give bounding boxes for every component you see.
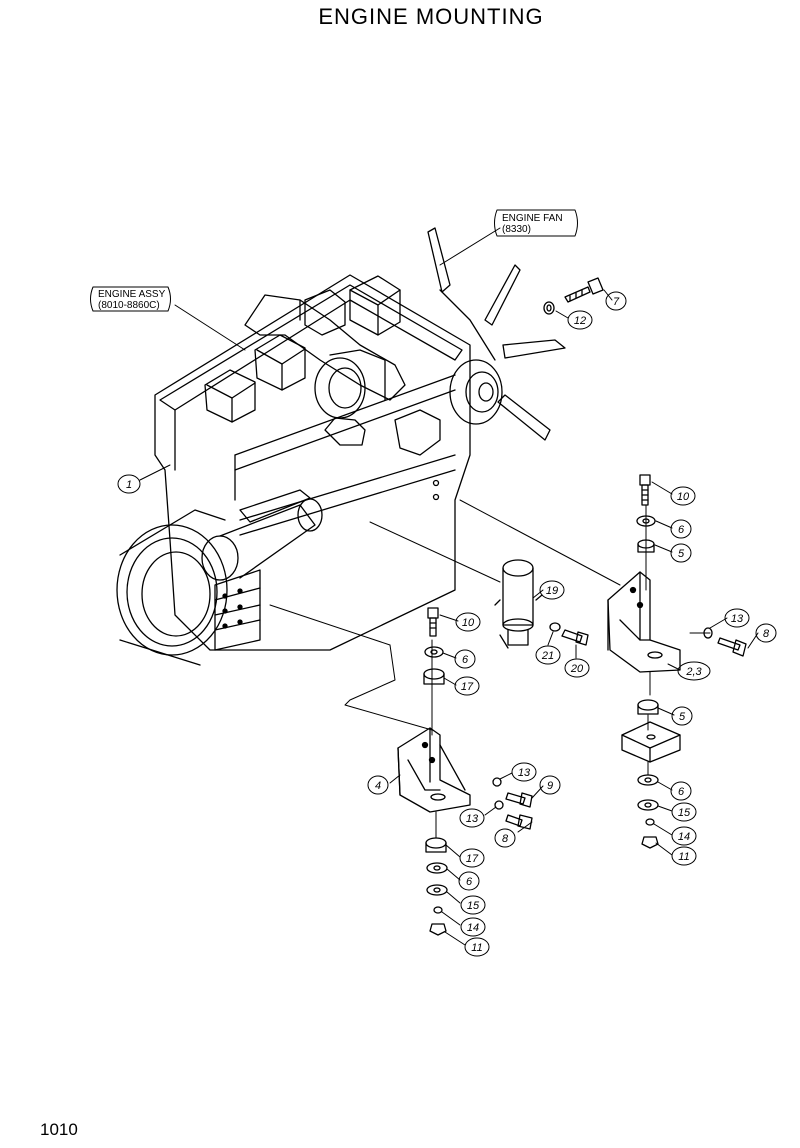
right-mount-bracket-drawing (607, 571, 681, 673)
svg-text:17: 17 (461, 681, 474, 693)
part-label-13: 13 (724, 608, 750, 628)
left-mount-bracket-drawing (397, 727, 471, 813)
callout-engine-fan: ENGINE FAN (8330) (494, 209, 578, 237)
svg-text:15: 15 (467, 900, 480, 912)
svg-text:5: 5 (679, 711, 686, 723)
svg-text:10: 10 (462, 617, 475, 629)
svg-text:17: 17 (466, 853, 479, 865)
svg-text:8: 8 (502, 833, 509, 845)
svg-text:8: 8 (763, 628, 770, 640)
part-label-20: 20 (564, 658, 590, 678)
right-mount-lower-hardware (621, 699, 681, 849)
svg-text:12: 12 (574, 315, 586, 327)
callout-engine-fan-line2: (8330) (502, 224, 531, 235)
part-label-9: 9 (539, 775, 561, 795)
callout-engine-fan-line1: ENGINE FAN (502, 213, 563, 224)
leader-lines (139, 227, 759, 946)
part-label-6: 6 (454, 649, 476, 669)
part-label-14: 14 (671, 826, 697, 846)
part-number-labels: 1 7 12 10 6 5 13 8 2,3 5 6 15 14 11 19 2… (117, 291, 777, 957)
part-label-8: 8 (755, 623, 777, 643)
sensor-19-drawing (494, 559, 589, 649)
page-title: ENGINE MOUNTING (318, 4, 544, 29)
svg-text:5: 5 (678, 548, 685, 560)
engine-fan-drawing (427, 227, 566, 441)
part-label-7: 7 (605, 291, 627, 311)
svg-text:4: 4 (375, 780, 381, 792)
callout-engine-assy: ENGINE ASSY (8010-8860C) (90, 286, 171, 312)
part-label-2-3: 2,3 (677, 661, 711, 681)
svg-text:7: 7 (613, 296, 620, 308)
part-label-5: 5 (670, 543, 692, 563)
part-label-6: 6 (670, 781, 692, 801)
part-label-17: 17 (454, 676, 480, 696)
engine-assembly-drawing (116, 274, 503, 666)
bolt-8-right-drawing (703, 627, 747, 657)
part-label-6: 6 (670, 519, 692, 539)
callout-engine-assy-line1: ENGINE ASSY (98, 289, 166, 300)
svg-text:6: 6 (466, 876, 473, 888)
svg-text:6: 6 (678, 786, 685, 798)
part-label-15: 15 (460, 895, 486, 915)
svg-text:9: 9 (547, 780, 553, 792)
page-number: 1010 (40, 1120, 78, 1139)
svg-text:11: 11 (678, 851, 689, 863)
part-label-13: 13 (459, 808, 485, 828)
part-label-11: 11 (671, 846, 697, 866)
bolts-8-9-left-drawing (492, 777, 533, 830)
part-label-21: 21 (535, 645, 561, 665)
svg-text:19: 19 (546, 585, 558, 597)
part-label-11: 11 (464, 937, 490, 957)
part-label-8: 8 (494, 828, 516, 848)
callout-engine-assy-line2: (8010-8860C) (98, 300, 160, 311)
part-label-17: 17 (459, 848, 485, 868)
svg-text:1: 1 (126, 479, 132, 491)
svg-text:13: 13 (518, 767, 531, 779)
svg-text:2,3: 2,3 (685, 666, 702, 678)
part-label-12: 12 (567, 310, 593, 330)
svg-text:6: 6 (462, 654, 469, 666)
svg-text:20: 20 (570, 663, 584, 675)
washer-12-drawing (543, 301, 555, 315)
left-mount-lower-hardware (425, 837, 448, 936)
svg-text:6: 6 (678, 524, 685, 536)
part-label-6: 6 (458, 871, 480, 891)
part-label-19: 19 (539, 580, 565, 600)
svg-text:15: 15 (678, 807, 691, 819)
part-label-10: 10 (455, 612, 481, 632)
part-label-15: 15 (671, 802, 697, 822)
svg-text:14: 14 (678, 831, 690, 843)
svg-text:13: 13 (731, 613, 744, 625)
svg-text:21: 21 (541, 650, 554, 662)
part-label-4: 4 (367, 775, 389, 795)
part-label-5: 5 (671, 706, 693, 726)
svg-text:11: 11 (471, 942, 482, 954)
part-label-1: 1 (117, 474, 141, 494)
part-label-14: 14 (460, 917, 486, 937)
left-mount-upper-hardware (423, 607, 445, 685)
part-label-10: 10 (670, 486, 696, 506)
svg-text:14: 14 (467, 922, 479, 934)
part-label-13: 13 (511, 762, 537, 782)
svg-text:13: 13 (466, 813, 479, 825)
svg-text:10: 10 (677, 491, 690, 503)
bolt-7-drawing (564, 277, 604, 303)
